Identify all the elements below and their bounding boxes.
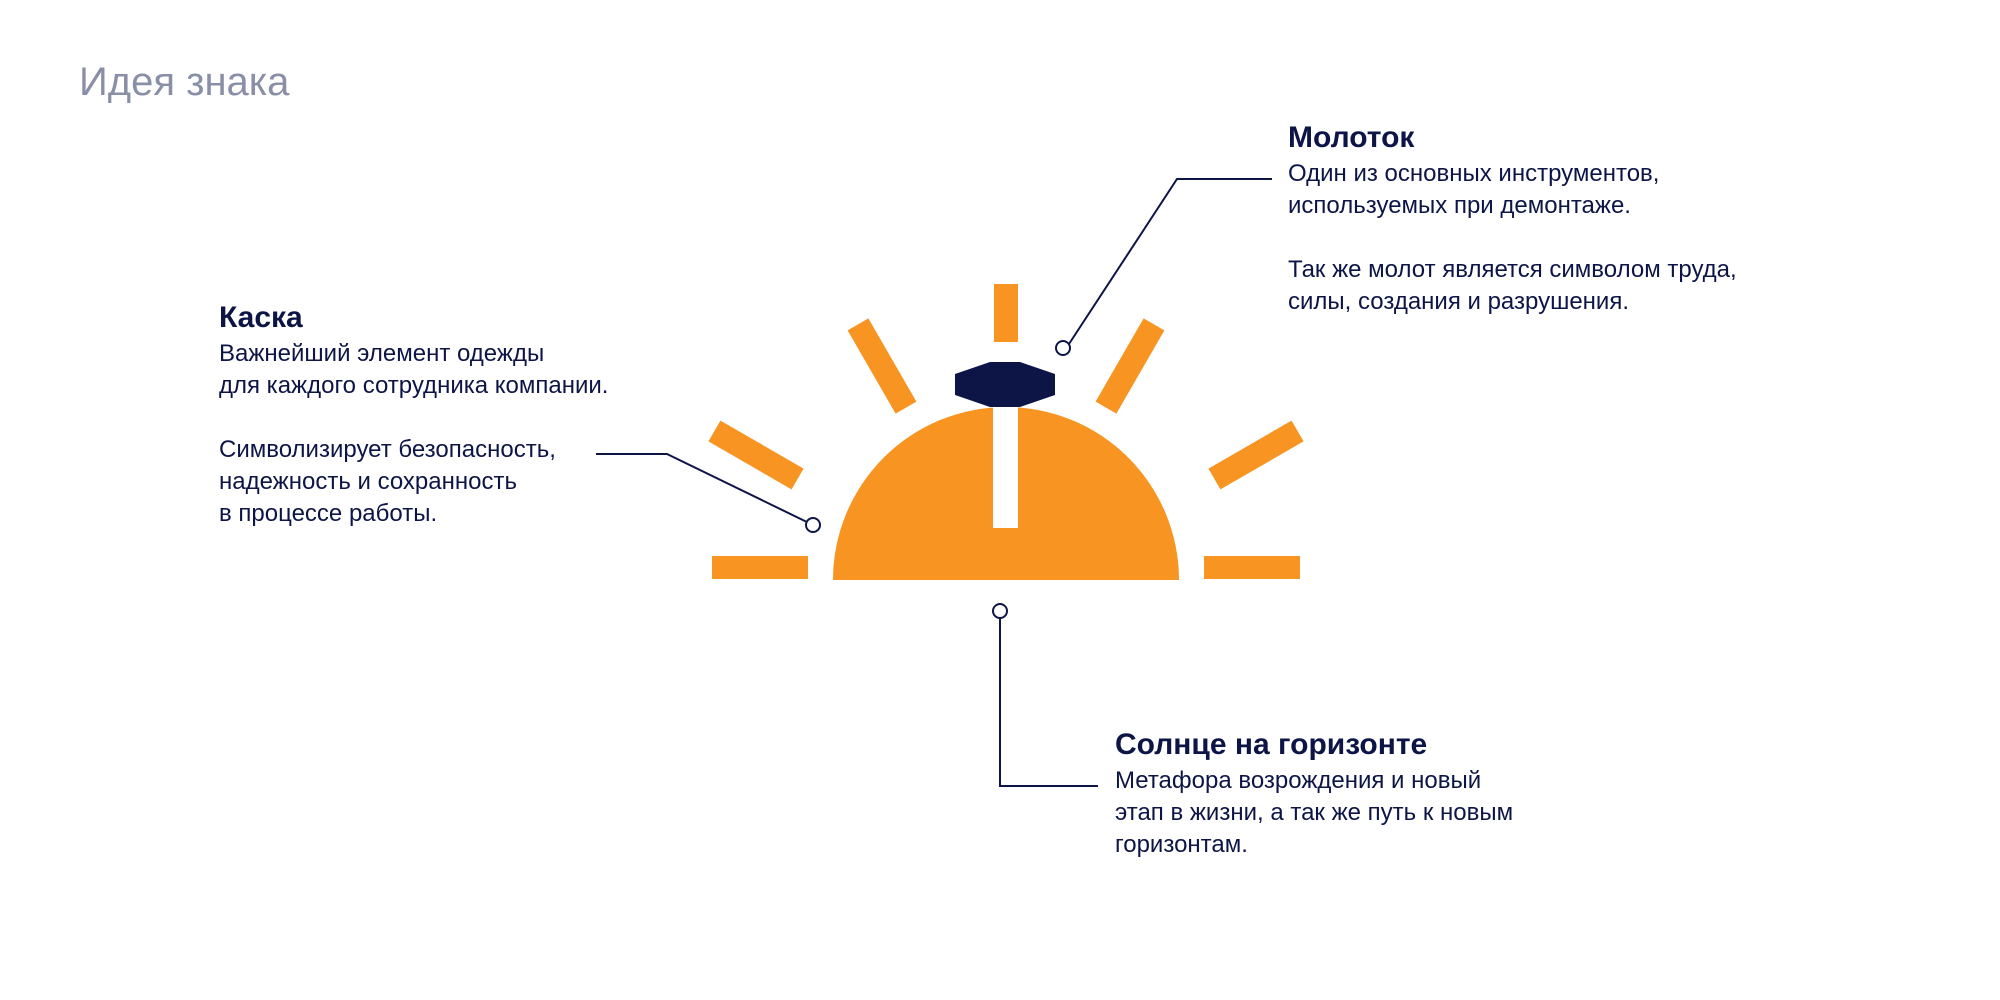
connector-dot-sun — [992, 603, 1008, 619]
callout-hammer-title: Молоток — [1288, 121, 1415, 154]
sun-ray-upper-right — [1095, 318, 1165, 414]
callout-helmet-title: Каска — [219, 301, 303, 334]
callout-sun: Солнце на горизонте Метафора возрождения… — [1115, 727, 1635, 861]
connector-helmet — [596, 453, 812, 525]
sun-ray-right — [1208, 420, 1304, 490]
connector-dot-helmet — [805, 517, 821, 533]
callout-hammer: Молоток Один из основных инструментов, и… — [1288, 120, 1848, 318]
callout-sun-title: Солнце на горизонте — [1115, 728, 1428, 761]
callout-helmet-paragraph-2: Символизирует безопасность, надежность и… — [219, 436, 556, 527]
sun-rays — [708, 284, 1304, 579]
sun-ray-left-horizontal — [712, 556, 808, 579]
callout-hammer-paragraph-2: Так же молот является символом труда, си… — [1288, 256, 1737, 315]
page-title: Идея знака — [79, 60, 290, 104]
callout-helmet-paragraph-1: Важнейший элемент одежды для каждого сот… — [219, 340, 609, 399]
sun-ray-upper-left — [847, 318, 917, 414]
hammer-head — [955, 362, 1055, 407]
sun-ray-right-horizontal — [1204, 556, 1300, 579]
connector-dot-hammer — [1055, 340, 1071, 356]
callout-helmet: Каска Важнейший элемент одежды для каждо… — [219, 300, 739, 530]
connector-hammer — [1066, 178, 1272, 348]
hammer-handle — [993, 407, 1018, 528]
connector-dots — [805, 340, 1071, 619]
callout-hammer-paragraph-1: Один из основных инструментов, используе… — [1288, 160, 1660, 219]
connector-lines — [596, 178, 1272, 787]
sun-ray-top — [994, 284, 1018, 342]
connector-sun — [999, 612, 1098, 787]
sun-ray-left — [708, 420, 804, 490]
callout-sun-paragraph-1: Метафора возрождения и новый этап в жизн… — [1115, 767, 1514, 858]
